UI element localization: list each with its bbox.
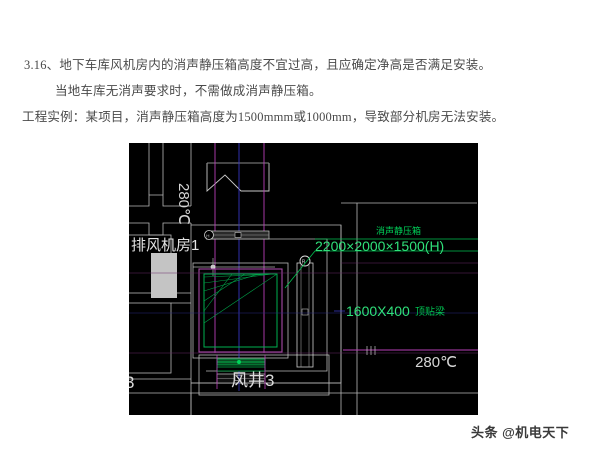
silencer-name-label: 消声静压箱 [376,225,421,236]
vertical-duct-magenta [214,143,265,353]
room-label-exhaust-fan-room: 排风机房1 [131,237,199,254]
duct-note-label: 顶贴梁 [415,305,445,318]
cad-drawing-canvas: H [129,143,478,415]
document-line-1: 3.16、地下车库风机房内的消声静压箱高度不宜过高，且应确定净高是否满足安装。 [24,58,492,72]
cad-background [129,143,478,415]
damper-assembly: H [204,230,270,240]
silencer-size-label: 2200×2000×1500(H) [315,238,444,254]
duct-size-label: 1600X400 [346,303,410,319]
damper-tag-text: H [206,233,209,238]
shaft-label: 风井3 [231,371,274,390]
silencer-plenum-box [192,262,289,359]
document-line-3: 工程实例：某项目，消声静压箱高度为1500mmm或1000mm，导致部分机房无法… [22,110,505,124]
cad-drawing-image: H [129,143,478,415]
silencer-hatch [203,273,278,324]
upper-horizontal-duct [343,346,478,355]
duct-temp-label-top: 280℃ [175,183,192,225]
duct-temp-label-bottom: 280℃ [415,354,457,371]
watermark-text: 头条 @机电天下 [471,425,570,440]
reference-gridlines [129,262,478,354]
shaft-label-partial: 3 [129,373,134,392]
duct-tag-text: R [302,259,306,265]
document-text-block: 3.16、地下车库风机房内的消声静压箱高度不宜过高，且应确定净高是否满足安装。 … [0,52,600,130]
duct-transition-symbol [206,162,270,193]
annotation-leader-lines [284,238,478,289]
document-line-2: 当地车库无消声要求时，不需做成消声静压箱。 [55,84,322,98]
fan-equipment-block [151,253,177,298]
outlet-connector [216,355,266,391]
